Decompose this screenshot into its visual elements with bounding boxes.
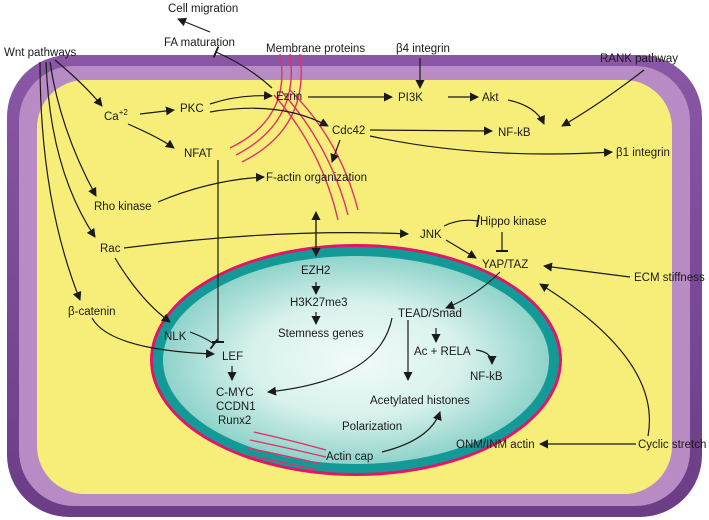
arrow-tead-to-cmyc [267, 317, 393, 396]
arrow-actincap-to-histones [381, 411, 442, 453]
arrow-ecm-to-yaptaz [543, 262, 631, 278]
arrow-fa-to-migration [177, 17, 211, 33]
arrow-acrela-to-nfkb [475, 349, 497, 365]
label-fa-maturation: FA maturation [164, 37, 235, 49]
inhibit-ezrin-fa [212, 46, 273, 89]
label-membrane-proteins: Membrane proteins [266, 43, 365, 55]
arrow-jnk-to-yaptaz [445, 239, 477, 259]
arrow-pkc-to-ezrin [209, 91, 273, 105]
label-rac: Rac [100, 243, 121, 255]
arrow-cyclic-to-yaptaz [539, 283, 650, 437]
arrow-pkc-to-cdc42 [209, 107, 329, 127]
label-akt: Akt [482, 92, 499, 104]
label-runx2: Runx2 [218, 415, 251, 427]
arrow-yaptaz-to-tead [445, 271, 501, 310]
arrow-wnt-to-rho [49, 61, 97, 197]
label-wnt-pathways: Wnt pathways [4, 47, 76, 59]
label-cell-migration: Cell migration [168, 3, 238, 15]
label-nfat: NFAT [184, 148, 213, 160]
arrow-rho-to-factin [157, 172, 265, 203]
label-ca: Ca+2 [104, 108, 128, 123]
label-onm-inm: ONM/INM actin [456, 439, 535, 451]
label-factin: F-actin organization [266, 172, 367, 184]
label-nlk: NLK [164, 331, 187, 343]
arrow-wnt-to-ca [54, 59, 103, 107]
label-b1-integrin: β1 integrin [616, 147, 670, 159]
label-b4-integrin: β4 integrin [396, 43, 450, 55]
label-polarization: Polarization [342, 421, 402, 433]
label-cyclic-stretch: Cyclic stretch [638, 439, 706, 451]
inhibit-jnk-to-hippo [443, 214, 480, 228]
label-ecm-stiffness: ECM stiffness [634, 272, 705, 284]
arrow-rank-to-nfkb [561, 69, 645, 127]
arrow-ca-to-pkc [139, 106, 175, 116]
label-bcatenin: β-catenin [68, 306, 116, 318]
arrow-cdc42-to-b1 [369, 135, 613, 157]
label-ccdn1: CCDN1 [216, 401, 256, 413]
label-tead-smad: TEAD/Smad [398, 308, 462, 320]
arrow-wnt-to-bcatenin [39, 61, 82, 301]
arrows [39, 17, 650, 453]
arrow-ca-to-nfat [127, 123, 175, 149]
arrow-bcatenin-to-lef [91, 317, 215, 359]
label-jnk: JNK [420, 229, 442, 241]
label-cdc42: Cdc42 [332, 125, 365, 137]
label-pkc: PKC [180, 103, 204, 115]
label-h3k27me3: H3K27me3 [290, 297, 348, 309]
label-actin-cap: Actin cap [326, 451, 373, 463]
label-ac-rela: Ac + RELA [414, 346, 471, 358]
label-cmyc: C-MYC [216, 387, 254, 399]
label-rho-kinase: Rho kinase [94, 201, 152, 213]
label-nfkb-nuc: NF-kB [470, 371, 503, 383]
label-nfkb-cyto: NF-kB [498, 127, 531, 139]
label-rank-pathway: RANK pathway [600, 53, 678, 65]
label-hippo-kinase: Hippo kinase [480, 216, 546, 228]
actin-bundle-top [229, 53, 359, 221]
arrow-rac-to-jnk [123, 229, 409, 249]
actin-cap-lines [247, 431, 327, 471]
label-ezh2: EZH2 [301, 265, 330, 277]
label-pi3k: PI3K [398, 92, 423, 104]
label-stemness: Stemness genes [278, 328, 364, 340]
label-yaptaz: YAP/TAZ [482, 259, 528, 271]
label-lef: LEF [222, 351, 243, 363]
arrow-rac-to-nlk [114, 257, 171, 323]
label-ezrin: Ezrin [276, 91, 302, 103]
arrow-cdc42-to-nfkb [369, 126, 493, 136]
arrow-wnt-to-rac [45, 61, 96, 238]
label-acetylated-histones: Acetylated histones [370, 395, 470, 407]
arrow-cdc42-to-factin [330, 139, 341, 163]
arrow-akt-to-nfkb [507, 99, 545, 125]
